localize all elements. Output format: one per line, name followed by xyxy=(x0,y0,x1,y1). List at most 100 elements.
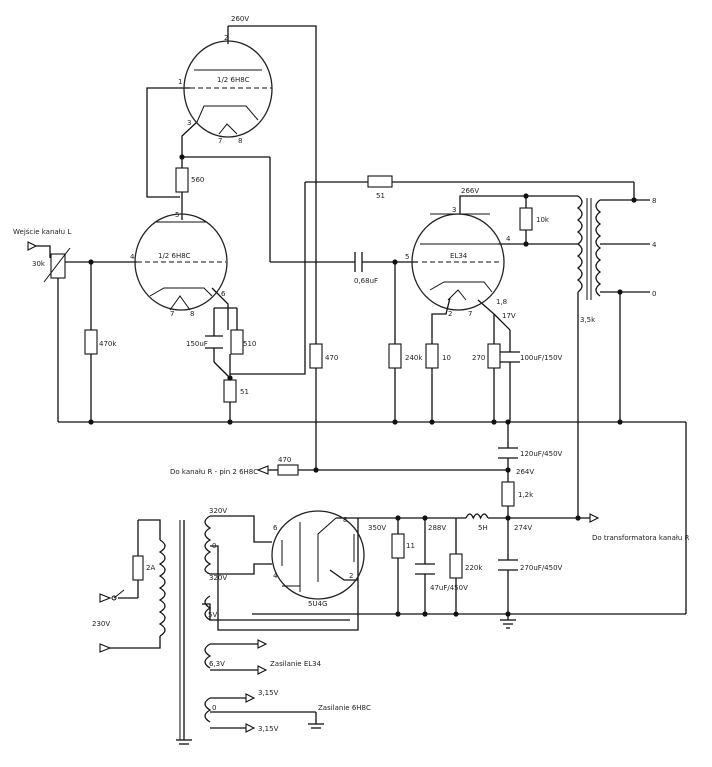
pin-el34-2: 2 xyxy=(448,310,452,318)
resistor-1-2k xyxy=(501,481,515,507)
choke-5h xyxy=(465,513,489,520)
label-30k: 30k xyxy=(32,260,46,268)
resistor-470 xyxy=(309,343,323,369)
pin-rect-2: 2 xyxy=(349,572,353,580)
pin-el34-cathode: 1,8 xyxy=(496,298,507,306)
pin-el34-screen: 3 xyxy=(452,206,456,214)
fuse-2a xyxy=(132,555,144,581)
label-230v: 230V xyxy=(92,620,110,628)
capacitor-120uf xyxy=(498,447,518,459)
potentiometer-30k xyxy=(50,253,66,279)
resistor-51-top xyxy=(367,175,393,188)
tube-rectifier-5u4g xyxy=(271,510,365,600)
label-10k: 10k xyxy=(536,216,550,224)
label-270uf: 270uF/450V xyxy=(520,564,563,572)
tube-el34 xyxy=(411,213,505,311)
label-320v-top: 320V xyxy=(209,507,227,515)
pin-v1-cathode: 6 xyxy=(221,290,226,298)
label-350v: 350V xyxy=(368,524,386,532)
pin-rect-8: 8 xyxy=(343,516,347,524)
resistor-270 xyxy=(487,343,501,369)
mains-connector-a xyxy=(99,593,112,603)
tube-v1-6h8c xyxy=(134,213,228,311)
heater-6h8c-a xyxy=(245,693,256,703)
label-220k: 220k xyxy=(465,564,483,572)
wires xyxy=(28,25,687,740)
heater-el34-b xyxy=(257,665,268,675)
label-3-5k: 3,5k xyxy=(580,316,596,324)
label-120uf: 120uF/450V xyxy=(520,450,563,458)
components xyxy=(27,167,602,745)
label-1-2k: 1,2k xyxy=(518,491,534,499)
label-to-channel-r: Do kanału R - pin 2 6H8C xyxy=(170,468,258,476)
label-510: 510 xyxy=(243,340,256,348)
mains-switch xyxy=(111,589,125,601)
label-274v: 274V xyxy=(514,524,532,532)
resistor-560 xyxy=(175,167,189,193)
resistor-10k xyxy=(519,207,533,231)
label-320v-bot: 320V xyxy=(209,574,227,582)
pin-v1-plate: 5 xyxy=(175,211,179,219)
label-560: 560 xyxy=(191,176,204,184)
label-51-top: 51 xyxy=(376,192,385,200)
pin-el34-plate: 4 xyxy=(506,235,511,243)
pin-rect-4: 4 xyxy=(273,572,278,580)
pin-top-grid: 1 xyxy=(178,78,182,86)
capacitor-47uf xyxy=(415,563,435,575)
label-5h: 5H xyxy=(478,524,488,532)
label-266v: 266V xyxy=(461,187,479,195)
resistor-470-side xyxy=(277,464,299,476)
label-288v: 288V xyxy=(428,524,446,532)
resistor-470k xyxy=(84,329,98,355)
ground-transformer xyxy=(176,739,192,745)
label-068uf: 0,68uF xyxy=(354,277,378,285)
resistor-220k xyxy=(449,553,463,579)
label-264v: 264V xyxy=(516,468,534,476)
labels: 260V 1/2 6H8C 2 1 3 7 8 560 51 266V 10k … xyxy=(13,15,690,733)
label-2a: 2A xyxy=(146,564,155,572)
pin-v1-heater-b: 8 xyxy=(190,310,194,318)
capacitor-068uf xyxy=(354,252,363,272)
label-17v: 17V xyxy=(502,312,516,320)
capacitor-100uf xyxy=(500,351,520,363)
transformer-r-connector xyxy=(589,513,600,523)
label-top-tube: 1/2 6H8C xyxy=(217,76,250,84)
pin-top-cathode: 3 xyxy=(187,119,191,127)
tube-top-6h8c xyxy=(183,40,273,138)
ground-main xyxy=(500,619,516,629)
label-0-hv: 0 xyxy=(212,542,216,550)
capacitor-150uf xyxy=(205,335,223,349)
pin-ot-4: 4 xyxy=(652,241,657,249)
label-3-15v-a: 3,15V xyxy=(258,689,279,697)
resistor-51-bottom xyxy=(223,379,237,403)
label-100uf: 100uF/150V xyxy=(520,354,563,362)
label-51-bottom: 51 xyxy=(240,388,249,396)
label-240k: 240k xyxy=(405,354,423,362)
label-5u4g: 5U4G xyxy=(308,600,327,608)
heater-6h8c-b xyxy=(245,723,256,733)
pin-ot-0: 0 xyxy=(652,290,656,298)
pin-top-heater-b: 8 xyxy=(238,137,242,145)
pin-top-plate: 2 xyxy=(224,34,228,42)
label-150uf: 150uF xyxy=(186,340,208,348)
pin-top-heater-a: 7 xyxy=(218,137,222,145)
label-470-side: 470 xyxy=(278,456,291,464)
resistor-510 xyxy=(230,329,244,355)
ground-heater xyxy=(308,723,324,729)
label-to-transformer-r: Do transformatora kanału R xyxy=(592,534,690,542)
junctions xyxy=(88,154,637,617)
label-270: 270 xyxy=(472,354,485,362)
label-47uf: 47uF/450V xyxy=(430,584,468,592)
label-11: 11 xyxy=(406,542,415,550)
label-470k: 470k xyxy=(99,340,117,348)
channel-r-connector xyxy=(256,465,269,475)
label-3-15v-b: 3,15V xyxy=(258,725,279,733)
capacitor-270uf xyxy=(498,559,518,571)
resistor-10 xyxy=(425,343,439,369)
label-5v: 5V xyxy=(208,611,217,619)
label-supply-el34: Zasilanie EL34 xyxy=(270,660,322,668)
pin-v1-heater-a: 7 xyxy=(170,310,174,318)
pin-ot-8: 8 xyxy=(652,197,656,205)
label-6-3v: 6,3V xyxy=(209,660,225,668)
